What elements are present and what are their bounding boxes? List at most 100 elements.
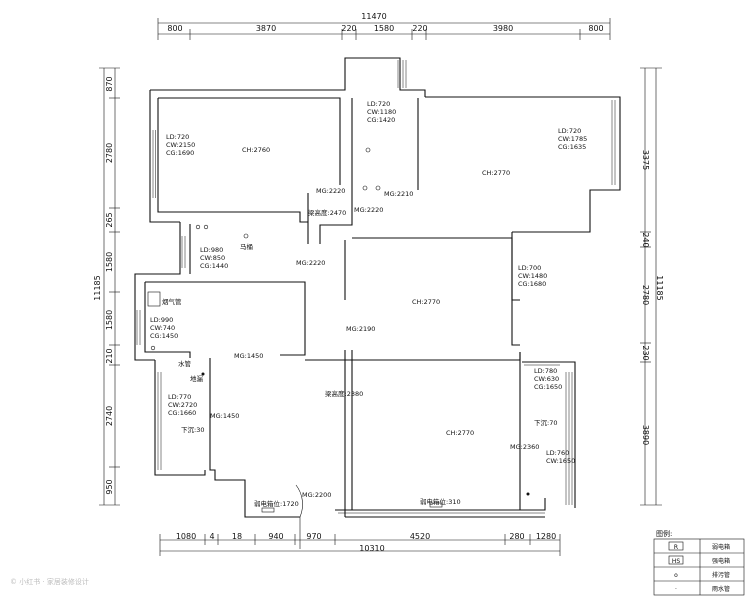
door-arc [295, 484, 303, 549]
room-label: LD:990 [150, 316, 173, 324]
room-label: CW:1785 [558, 135, 587, 143]
room-label: LD:720 [166, 133, 189, 141]
legend-symbol: · [675, 586, 677, 593]
right-dim: 230 [641, 345, 650, 360]
bottom-dim: 970 [306, 532, 321, 541]
rainwater-pipe-icon [526, 492, 530, 496]
drain-icon [195, 224, 201, 230]
door-height-label: MG:2210 [384, 190, 413, 198]
electrical-box-label: 弱电箱位:310 [420, 497, 461, 506]
room-label: CW:1180 [367, 108, 396, 116]
walls [134, 57, 621, 518]
door-height-label: MG:2200 [302, 491, 331, 499]
top-total-dim: 11470 [361, 12, 386, 21]
room-label: CG:1450 [150, 332, 178, 340]
right-total-dim: 11185 [655, 275, 664, 300]
right-dim: 240 [641, 232, 650, 247]
left-total-dim: 11185 [93, 275, 102, 300]
bottom-dim: 18 [232, 532, 242, 541]
left-dim: 2780 [105, 143, 114, 163]
flue-icon [147, 291, 161, 307]
left-dim: 210 [105, 348, 114, 363]
top-dim: 800 [588, 24, 603, 33]
room-label: CG:1660 [168, 409, 196, 417]
legend-symbol: HS [672, 558, 681, 565]
room-label: CG:1420 [367, 116, 395, 124]
left-dimensions [99, 67, 120, 506]
top-dimensions [157, 18, 611, 40]
bottom-dim: 1080 [176, 532, 196, 541]
misc-labels: MG:2220 MG:2210 MG:2220 梁高度:2470 MG:2220… [178, 187, 539, 508]
drain-icon [375, 185, 381, 191]
left-dim: 870 [105, 76, 114, 91]
room-label: CH:2770 [482, 169, 510, 177]
room-label: CW:2150 [166, 141, 195, 149]
door-height-label: MG:2360 [510, 443, 539, 451]
electrical-box-icon [429, 502, 443, 508]
room-label: LD:980 [200, 246, 223, 254]
legend-text: 强电箱 [712, 557, 730, 565]
door-height-label: MG:1450 [234, 352, 263, 360]
room-label: 下沉:30 [181, 426, 204, 434]
windows [136, 60, 616, 514]
right-dimensions [640, 67, 662, 506]
drain-icon [150, 345, 156, 351]
drain-icon [365, 147, 371, 153]
legend-symbol: o [674, 572, 678, 579]
room-label: CH:2770 [412, 298, 440, 306]
door-height-label: MG:2190 [346, 325, 375, 333]
room-label: CG:1635 [558, 143, 586, 151]
watermark: © 小红书 · 家居装修设计 [10, 577, 89, 586]
room-label: CW:1480 [518, 272, 547, 280]
room-label: CG:1440 [200, 262, 228, 270]
room-label: CH:2760 [242, 146, 270, 154]
drain-icon [362, 185, 368, 191]
room-label: CW:630 [534, 375, 559, 383]
right-dim: 2780 [641, 285, 650, 305]
room-label: 烟气管 [162, 297, 182, 306]
room-label: CG:1690 [166, 149, 194, 157]
room-label: CG:1650 [534, 383, 562, 391]
left-dim: 265 [105, 212, 114, 227]
legend-symbol: R [674, 544, 678, 551]
left-dim: 950 [105, 479, 114, 494]
bottom-dim: 940 [268, 532, 283, 541]
left-dim: 1580 [105, 310, 114, 330]
beam-height-label: 梁高度:2380 [325, 389, 363, 398]
legend-text: 弱电箱 [712, 543, 730, 551]
top-dim: 1580 [374, 24, 394, 33]
room-labels: LD:720 CW:2150 CG:1690 CH:2760 LD:720 CW… [150, 100, 587, 465]
room-label: LD:720 [367, 100, 390, 108]
room-label: CW:850 [200, 254, 225, 262]
top-dim: 220 [412, 24, 427, 33]
legend-text: 排污管 [712, 571, 730, 579]
legend-text: 雨水管 [712, 585, 730, 593]
room-label: CW:2720 [168, 401, 197, 409]
room-label: CW:740 [150, 324, 175, 332]
electrical-box-icon [261, 507, 275, 513]
door-height-label: MG:2220 [316, 187, 345, 195]
room-label: LD:760 [546, 449, 569, 457]
fixture-label: 地漏 [190, 374, 204, 383]
left-dim: 2740 [105, 406, 114, 426]
room-label: CG:1680 [518, 280, 546, 288]
top-dim: 800 [167, 24, 182, 33]
bottom-dim: 280 [509, 532, 524, 541]
room-label: LD:770 [168, 393, 191, 401]
fixture-label: 水管 [178, 359, 192, 368]
room-label: 下沉:70 [534, 419, 557, 427]
bottom-dim: 4 [209, 532, 214, 541]
room-label: LD:720 [558, 127, 581, 135]
drain-icon [243, 233, 249, 239]
bottom-dimensions [159, 534, 561, 556]
electrical-box-label: 弱电箱位:1720 [254, 499, 299, 508]
door-height-label: MG:2220 [296, 259, 325, 267]
top-dim: 3870 [256, 24, 276, 33]
room-label: 马桶 [240, 242, 253, 251]
legend: 图例: R 弱电箱 HS 强电箱 o 排污管 · 雨水管 [653, 529, 745, 596]
legend-title: 图例: [656, 529, 672, 538]
top-dim: 3980 [493, 24, 513, 33]
room-label: LD:700 [518, 264, 541, 272]
left-dim: 1580 [105, 252, 114, 272]
